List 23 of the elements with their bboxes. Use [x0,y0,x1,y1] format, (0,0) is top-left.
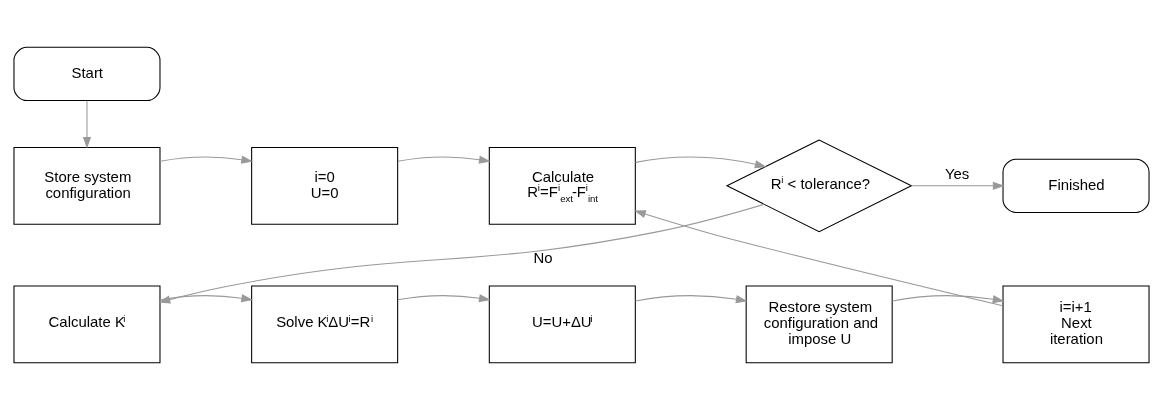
node-box: Solve K$^{i}$ΔU$^{i}$=R$^{i}$ [251,285,399,364]
node-box: Finished [1002,158,1150,213]
node-box: Store system configuration [13,146,161,225]
arrow [397,155,491,164]
node-box: Restore system configuration and impose U [745,285,893,364]
node-box: U=U+ΔU$^{i}$ [488,285,636,364]
arrow [158,203,765,304]
edge-label: Yes [944,164,970,182]
edge-label: No [533,248,553,266]
arrow [635,156,767,169]
arrow [891,295,1005,304]
arrow [635,295,748,304]
arrow [397,294,491,303]
arrow [159,155,254,164]
arrow [911,181,1005,190]
node-box: Start [13,46,161,102]
node-box: i=0 U=0 [251,146,399,225]
node-box: Calculate K$^{i}$ [13,285,161,364]
node-box: i=i+1 Next iteration [1002,285,1150,364]
arrow [159,294,254,303]
node-diamond: R$^{i}$ < tolerance? [725,139,913,233]
arrow [634,210,1004,307]
arrow [82,100,92,149]
